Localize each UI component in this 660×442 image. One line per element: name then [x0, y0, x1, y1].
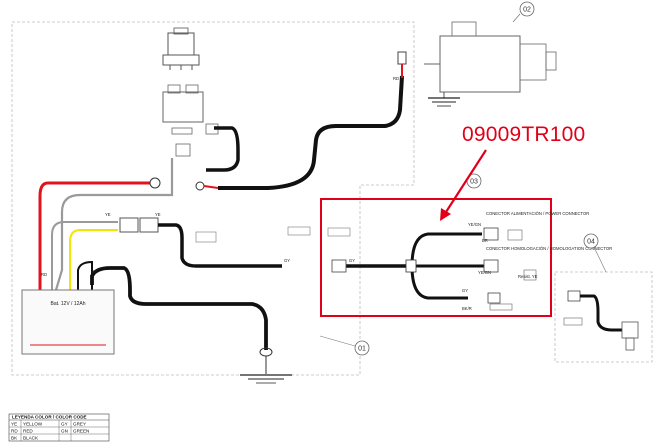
wire-grey: [54, 158, 174, 291]
svg-text:GREEN: GREEN: [73, 429, 89, 434]
svg-text:GN: GN: [61, 429, 68, 434]
callout-01: 01: [319, 335, 370, 356]
wire-yellow: [69, 229, 118, 290]
svg-text:GY: GY: [61, 422, 68, 427]
svg-text:YE: YE: [11, 422, 17, 427]
motor-terminal-connector: [397, 51, 407, 65]
wire-black-battery: [77, 260, 93, 290]
relay-component: [162, 27, 200, 70]
battery: Bat. 12V / 12Ah: [21, 289, 115, 355]
wire-label-bkr: BK/R: [462, 306, 472, 311]
svg-text:BLACK: BLACK: [23, 436, 39, 441]
wire-label-ye-gn-2: YE/GN: [478, 270, 491, 275]
wire-black-mid: [158, 223, 282, 268]
connector-power-label: CONECTOR ALIMENTACIÓN / POWER CONNECTOR: [486, 211, 589, 216]
wire-red-battery: [38, 181, 150, 290]
wire-label-br: BR: [482, 238, 488, 243]
wire-black-main: [218, 75, 404, 190]
legend-header: LEYENDA COLOR / COLOR CODE: [12, 415, 87, 420]
callout-04: 04: [583, 233, 607, 273]
highlight-box: [320, 198, 552, 317]
connector-mid-b: [139, 217, 159, 233]
svg-text:RD: RD: [11, 429, 18, 434]
callout-02: 02: [512, 1, 535, 23]
wire-label-rd: RD: [41, 272, 47, 277]
harness-03: [287, 226, 537, 311]
svg-text:04: 04: [587, 239, 595, 246]
svg-text:RED: RED: [23, 429, 33, 434]
wire-label-ye: YE: [105, 212, 111, 217]
harness-frame: [11, 21, 415, 376]
svg-text:03: 03: [470, 179, 478, 186]
svg-text:01: 01: [358, 346, 366, 353]
red-arrow: [440, 149, 487, 221]
wire-label-ye-gn: YE/GN: [468, 222, 481, 227]
svg-text:YELLOW: YELLOW: [23, 422, 43, 427]
svg-text:GREY: GREY: [73, 422, 86, 427]
svg-text:02: 02: [523, 7, 531, 14]
wire-black-ground: [90, 266, 268, 350]
wire-black-loop: [206, 126, 240, 172]
color-legend: LEYENDA COLOR / COLOR CODE YE YELLOW GY …: [8, 413, 110, 442]
sensor-04: [563, 290, 639, 351]
ground-symbol-main: [240, 374, 292, 384]
starter-relay: [162, 84, 219, 157]
svg-text:BK: BK: [11, 436, 18, 441]
wire-label-gy-3: GY: [349, 258, 355, 263]
wire-label-rd-top: RD: [393, 76, 399, 81]
connector-small-label: Resist. YE: [518, 274, 538, 279]
connector-mid-a: [119, 217, 139, 233]
starter-motor: [424, 21, 557, 98]
ground-symbol-motor: [428, 97, 460, 107]
wire-label-ye2: YE: [155, 212, 161, 217]
wire-grey-2: [51, 221, 118, 290]
wire-label-gy: GY: [284, 258, 290, 263]
connector-homolog-label: CONECTOR HOMOLOGACIÓN / HOMOLOGATION CON…: [486, 246, 612, 251]
part-code: 09009TR100: [462, 123, 585, 146]
wire-label-bk: BK: [92, 269, 98, 274]
wire-label-gy-2: GY: [462, 288, 468, 293]
frame-04: [554, 271, 653, 363]
battery-label: Bat. 12V / 12Ah: [50, 301, 85, 307]
